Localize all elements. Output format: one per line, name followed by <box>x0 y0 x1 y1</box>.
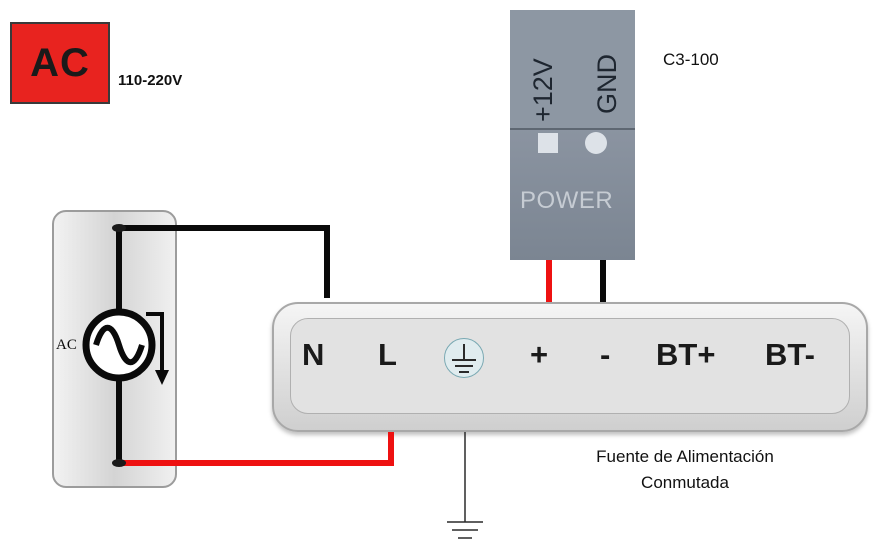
terminal-l: L <box>378 337 397 372</box>
ac-source-label: AC <box>56 337 77 353</box>
terminal-battery-negative: BT- <box>765 337 815 372</box>
module-terminal-block <box>510 10 635 128</box>
psu-caption-line1: Fuente de Alimentación <box>596 447 774 466</box>
ac-badge-label: AC <box>30 40 90 85</box>
terminal-battery-positive: BT+ <box>656 337 716 372</box>
voltage-label: 110-220V <box>118 72 183 89</box>
sine-wave-icon <box>93 324 145 366</box>
module-body <box>510 128 635 260</box>
current-arrow-icon <box>146 312 164 378</box>
ground-symbol-icon <box>447 432 483 539</box>
round-led-icon <box>585 132 607 154</box>
device-name: C3-100 <box>663 50 719 69</box>
earth-ground-icon <box>452 344 476 373</box>
square-led-icon <box>538 133 558 153</box>
line-wire <box>119 432 394 466</box>
ac-badge: AC <box>10 22 110 104</box>
c3-100-module: +12V GND POWER <box>510 10 635 260</box>
arrow-head-icon <box>155 370 169 385</box>
terminal-n: N <box>302 337 325 372</box>
terminal-positive: + <box>530 337 549 372</box>
source-terminal-bottom <box>112 459 126 467</box>
neutral-wire <box>119 225 330 298</box>
power-supply-panel <box>290 318 850 414</box>
psu-caption-line2: Conmutada <box>641 473 729 492</box>
terminal-negative: - <box>600 337 611 372</box>
psu-caption: Fuente de Alimentación Conmutada <box>555 444 815 496</box>
source-terminal-top <box>112 224 126 232</box>
module-divider <box>510 128 635 130</box>
power-label: POWER <box>520 187 614 214</box>
